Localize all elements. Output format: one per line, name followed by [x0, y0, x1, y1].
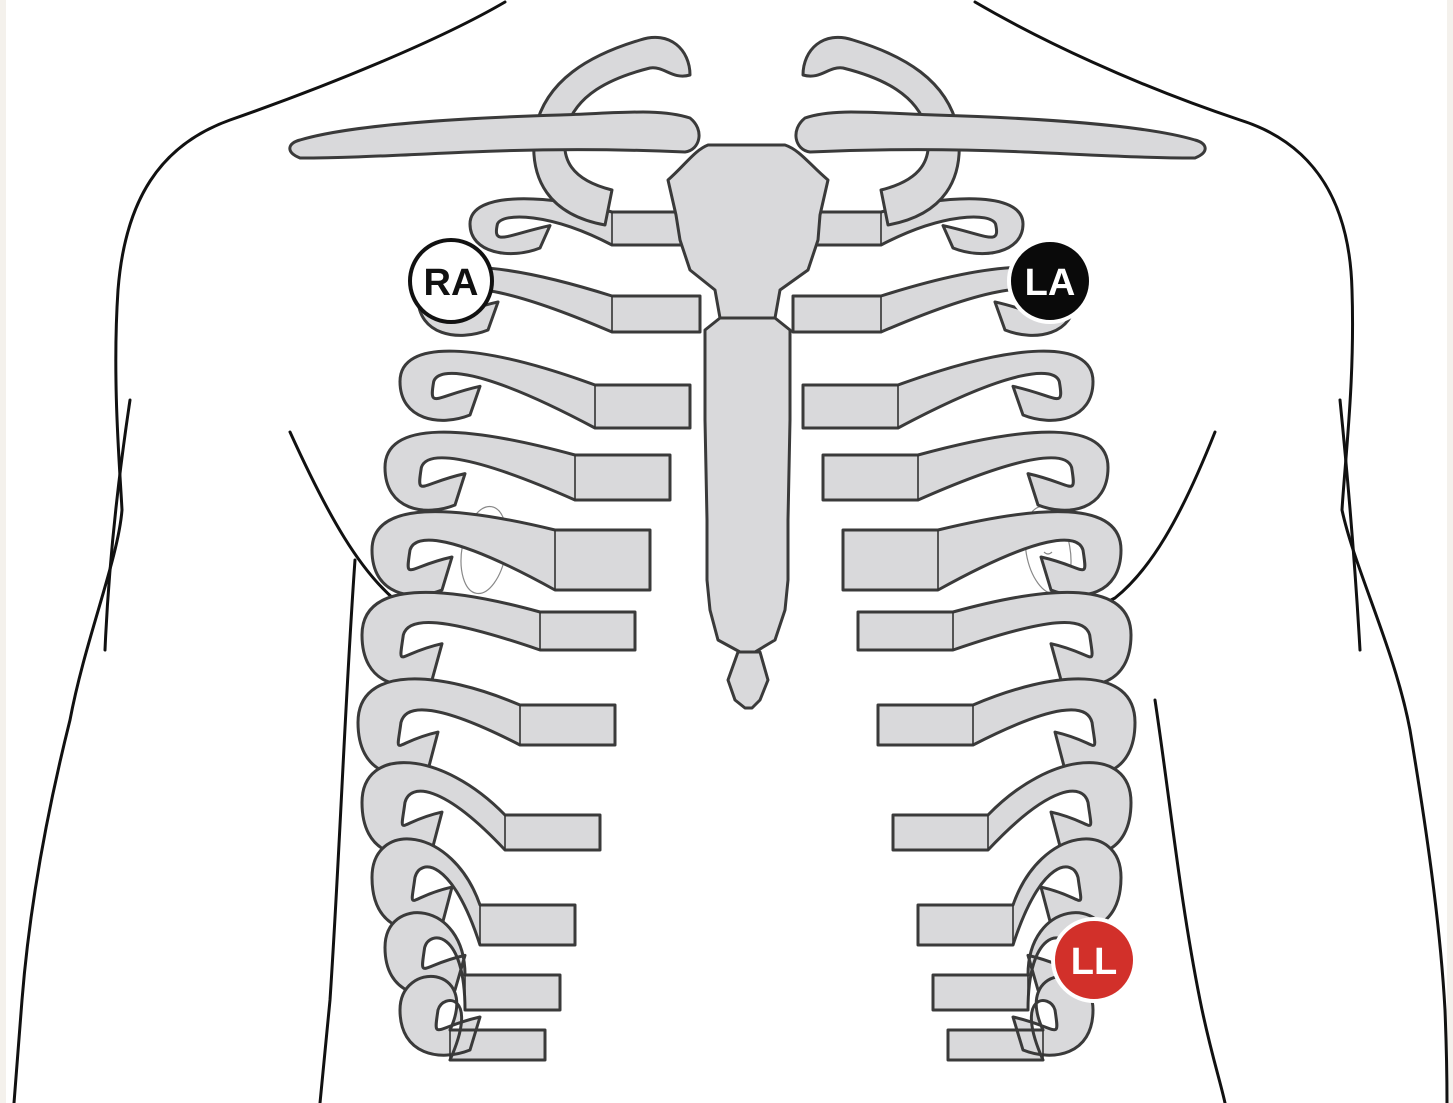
electrode-ra: RA [410, 240, 492, 322]
electrode-ll: LL [1053, 919, 1135, 1001]
electrode-la: LA [1009, 240, 1091, 322]
electrode-ll-label: LL [1071, 941, 1117, 983]
electrode-ra-label: RA [424, 262, 479, 304]
electrode-la-label: LA [1025, 262, 1076, 304]
